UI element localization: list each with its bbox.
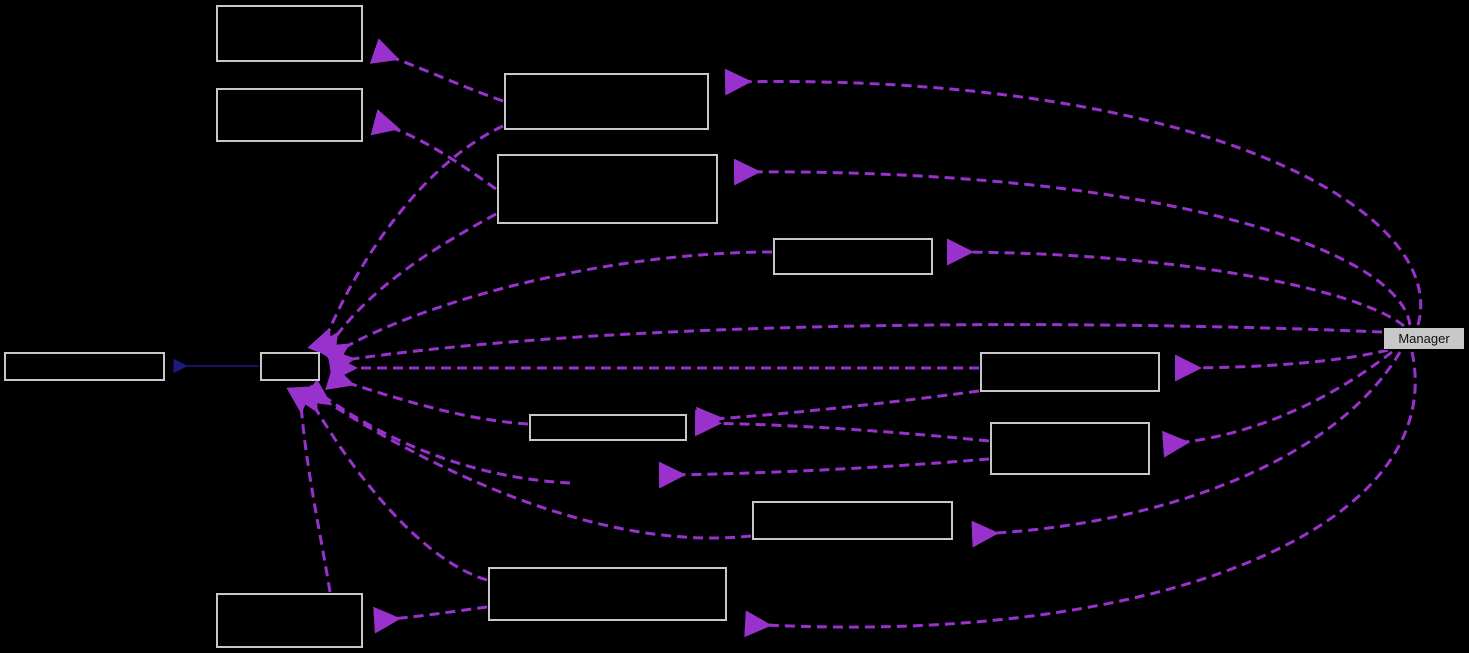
graph-edge [373, 605, 488, 634]
graph-edge [286, 386, 332, 593]
graph-node-upper-wide-1[interactable] [504, 73, 709, 130]
graph-edge [946, 238, 1405, 328]
graph-edge [724, 68, 1423, 326]
graph-edge [744, 351, 1417, 638]
graph-edge [369, 38, 504, 103]
graph-node-top-1[interactable] [216, 5, 363, 62]
graph-edge [694, 409, 990, 443]
graph-edge [658, 457, 990, 489]
graph-node-right-2[interactable] [990, 422, 1150, 475]
graph-edge [325, 364, 529, 426]
graph-edge [1174, 348, 1389, 382]
graph-node-bottom-wide[interactable] [488, 567, 727, 621]
graph-edge [733, 158, 1412, 326]
graph-edge [292, 382, 488, 582]
graph-node-mid-right-top[interactable] [773, 238, 933, 275]
graph-edge [1162, 350, 1393, 458]
graph-node-mid-small[interactable] [529, 414, 687, 441]
node-label: Manager [1398, 331, 1450, 346]
graph-node-low-right[interactable] [752, 501, 953, 540]
graph-node-center[interactable] [260, 352, 320, 381]
graph-node-left-out[interactable] [4, 352, 165, 381]
graph-node-manager[interactable]: Manager [1383, 327, 1465, 350]
graph-edge [320, 250, 773, 370]
graph-edge [370, 109, 497, 191]
graph-edge [971, 351, 1402, 548]
graph-node-top-2[interactable] [216, 88, 363, 142]
graph-node-bottom-left[interactable] [216, 593, 363, 648]
graph-node-right-1[interactable] [980, 352, 1160, 392]
graph-edge [326, 323, 1383, 376]
graph-edge [309, 384, 571, 485]
graph-edge [696, 389, 980, 434]
graph-edge [307, 124, 504, 358]
graph-node-upper-wide-2[interactable] [497, 154, 718, 224]
graph-edge [312, 212, 497, 362]
